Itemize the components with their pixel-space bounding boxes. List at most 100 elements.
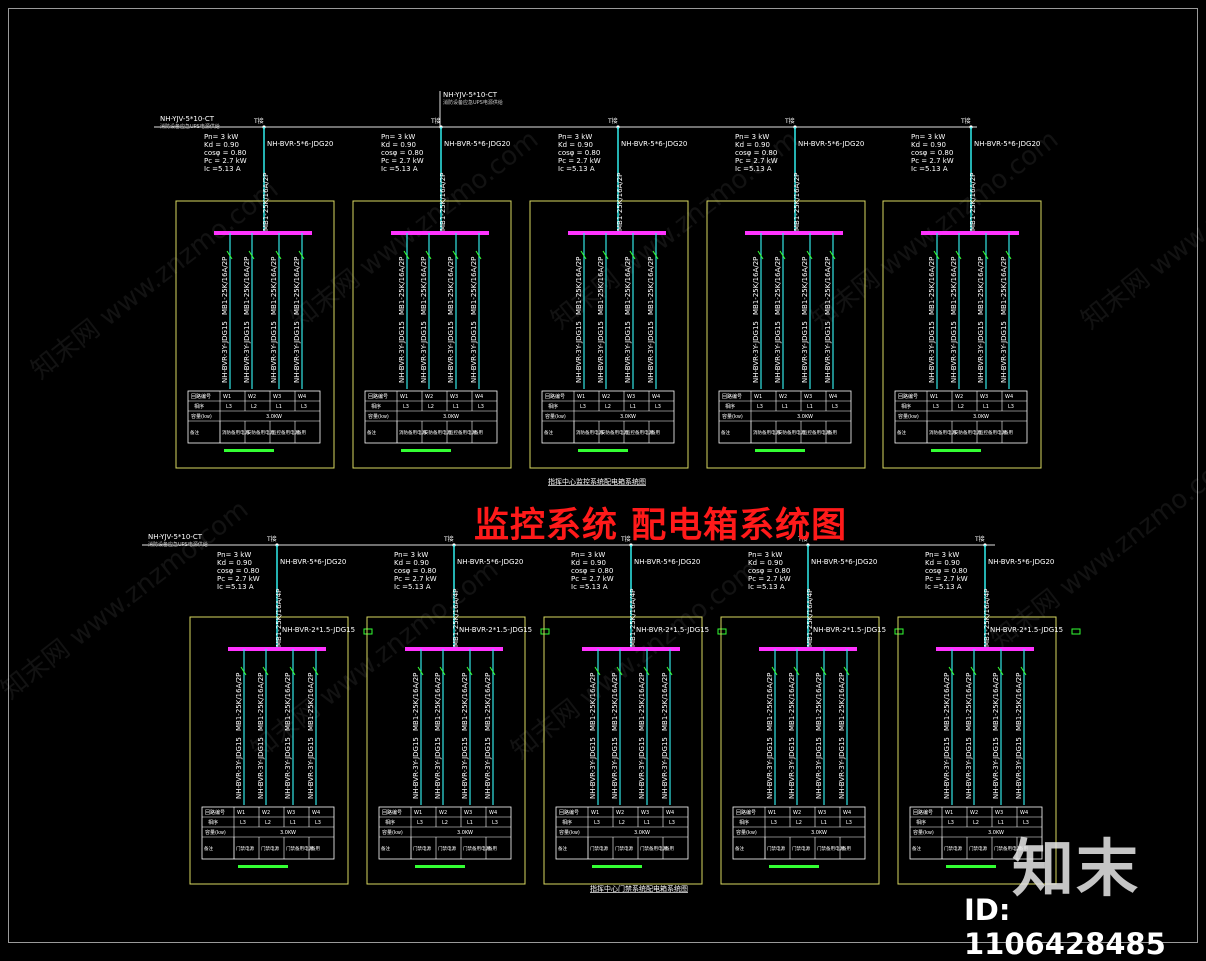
status-bar xyxy=(592,865,642,868)
table-cell: W2 xyxy=(602,394,610,400)
table-cell: W2 xyxy=(970,810,978,816)
table-cell: W3 xyxy=(818,810,826,816)
feeder-cable-label: NH-BVR-5*6-JDG20 xyxy=(444,140,510,148)
table-cell: W3 xyxy=(641,810,649,816)
table-cell: W1 xyxy=(400,394,408,400)
branch-breaker-label: MB1-25K/16A/2P xyxy=(293,257,301,315)
breaker-switch-icon xyxy=(262,666,269,676)
table-cell: 安防备用电源 xyxy=(247,429,274,436)
table-cell: 容量(kw) xyxy=(368,413,389,420)
branch-cable-label: NH-BVR-3Y-JDG15 xyxy=(412,737,420,799)
table-cell: 安防备用电源 xyxy=(601,429,628,436)
tap-node-label: T接 xyxy=(974,535,985,543)
subsystem-title: 指挥中心监控系统配电箱系统图 xyxy=(548,477,646,486)
branch-breaker-label: MB1-25K/16A/2P xyxy=(965,673,973,731)
table-cell: W2 xyxy=(248,394,256,400)
table-cell: L3 xyxy=(933,404,939,410)
branch-breaker-label: MB1-25K/16A/2P xyxy=(992,673,1000,731)
table-cell: W3 xyxy=(980,394,988,400)
table-cell: W4 xyxy=(312,810,320,816)
table-cell: L2 xyxy=(251,404,257,410)
brand-watermark: 知末 xyxy=(1012,832,1141,905)
branch-breaker-label: MB1-25K/16A/2P xyxy=(420,257,428,315)
table-cell: 3.0KW xyxy=(443,414,459,420)
branch-breaker-label: MB1-25K/16A/2P xyxy=(221,257,229,315)
table-cell: L3 xyxy=(757,404,763,410)
panel-box xyxy=(175,200,335,469)
breaker-switch-icon xyxy=(403,250,410,260)
table-cell: L1 xyxy=(630,404,636,410)
tap-node-label: T接 xyxy=(607,117,618,125)
table-cell: 门禁备用电源 xyxy=(817,845,844,852)
top-cable-label: NH-YJV-5*10-CT xyxy=(443,91,498,99)
branch-breaker-label: MB1-25K/16A/2P xyxy=(647,257,655,315)
load-data-line: Pc = 2.7 kW xyxy=(748,575,791,583)
table-cell: 容量(kw) xyxy=(559,829,580,836)
table-cell: 相序 xyxy=(562,819,572,826)
table-cell: W1 xyxy=(223,394,231,400)
branch-breaker-label: MB1-25K/16A/2P xyxy=(752,257,760,315)
table-cell: W1 xyxy=(754,394,762,400)
branch-breaker-label: MB1-25K/16A/2P xyxy=(307,673,315,731)
table-cell: W4 xyxy=(475,394,483,400)
table-cell: 回路编号 xyxy=(913,809,933,816)
table-cell: 相序 xyxy=(739,819,749,826)
table-cell: W4 xyxy=(652,394,660,400)
load-data-line: Kd = 0.90 xyxy=(394,559,429,567)
drawing-frame xyxy=(8,8,1198,943)
branch-breaker-label: MB1-25K/16A/2P xyxy=(766,673,774,731)
table-cell: 回路编号 xyxy=(205,809,225,816)
load-data-line: Ic =5.13 A xyxy=(558,165,595,173)
table-cell: 备注 xyxy=(204,845,213,852)
terminal-icon xyxy=(894,628,904,635)
branch-cable-label: NH-BVR-3Y-JDG15 xyxy=(801,321,809,383)
table-cell: L1 xyxy=(782,404,788,410)
table-cell: 备注 xyxy=(558,845,567,852)
breaker-switch-icon xyxy=(643,666,650,676)
table-cell: 回路编号 xyxy=(559,809,579,816)
table-cell: 容量(kw) xyxy=(545,413,566,420)
table-cell: W2 xyxy=(955,394,963,400)
branch-cable-label: NH-BVR-3Y-JDG15 xyxy=(575,321,583,383)
table-cell: W4 xyxy=(1005,394,1013,400)
table-cell: L2 xyxy=(973,820,979,826)
load-data-line: Pn= 3 kW xyxy=(748,551,782,559)
breaker-switch-icon xyxy=(425,250,432,260)
branch-breaker-label: MB1-25K/16A/2P xyxy=(412,673,420,731)
table-cell: W3 xyxy=(464,810,472,816)
table-cell: 相序 xyxy=(385,819,395,826)
circuit-table xyxy=(541,390,675,444)
feeder-cable-label: NH-BVR-5*6-JDG20 xyxy=(280,558,346,566)
table-cell: W4 xyxy=(1020,810,1028,816)
main-breaker-label: MB1-25K/16A/2P xyxy=(616,173,624,231)
load-data-line: Pc = 2.7 kW xyxy=(571,575,614,583)
breaker-switch-icon xyxy=(1020,666,1027,676)
load-data-line: Kd = 0.90 xyxy=(558,141,593,149)
load-data-line: Pc = 2.7 kW xyxy=(204,157,247,165)
table-cell: 容量(kw) xyxy=(898,413,919,420)
load-data-line: cosφ = 0.80 xyxy=(217,567,259,575)
table-cell: W2 xyxy=(425,394,433,400)
feeder-cable-label: NH-BVR-5*6-JDG20 xyxy=(634,558,700,566)
load-data-line: cosφ = 0.80 xyxy=(394,567,436,575)
breaker-switch-icon xyxy=(489,666,496,676)
load-data-line: Ic =5.13 A xyxy=(394,583,431,591)
branch-breaker-label: MB1-25K/16A/2P xyxy=(977,257,985,315)
load-data-line: Pn= 3 kW xyxy=(558,133,592,141)
panel-box xyxy=(529,200,689,469)
table-cell: W1 xyxy=(945,810,953,816)
table-cell: W2 xyxy=(793,810,801,816)
table-cell: L3 xyxy=(417,820,423,826)
table-cell: 备用 xyxy=(311,845,320,852)
load-data-line: Ic =5.13 A xyxy=(204,165,241,173)
panel-box xyxy=(543,616,703,885)
table-cell: L3 xyxy=(315,820,321,826)
breaker-switch-icon xyxy=(439,666,446,676)
table-cell: 监控备用电源 xyxy=(449,429,476,436)
incoming-cable-note: 消防设备应急UPS电源供给 xyxy=(160,123,220,130)
main-breaker-label: MB1-25K/16A/4P xyxy=(983,589,991,647)
table-cell: 备注 xyxy=(544,429,553,436)
